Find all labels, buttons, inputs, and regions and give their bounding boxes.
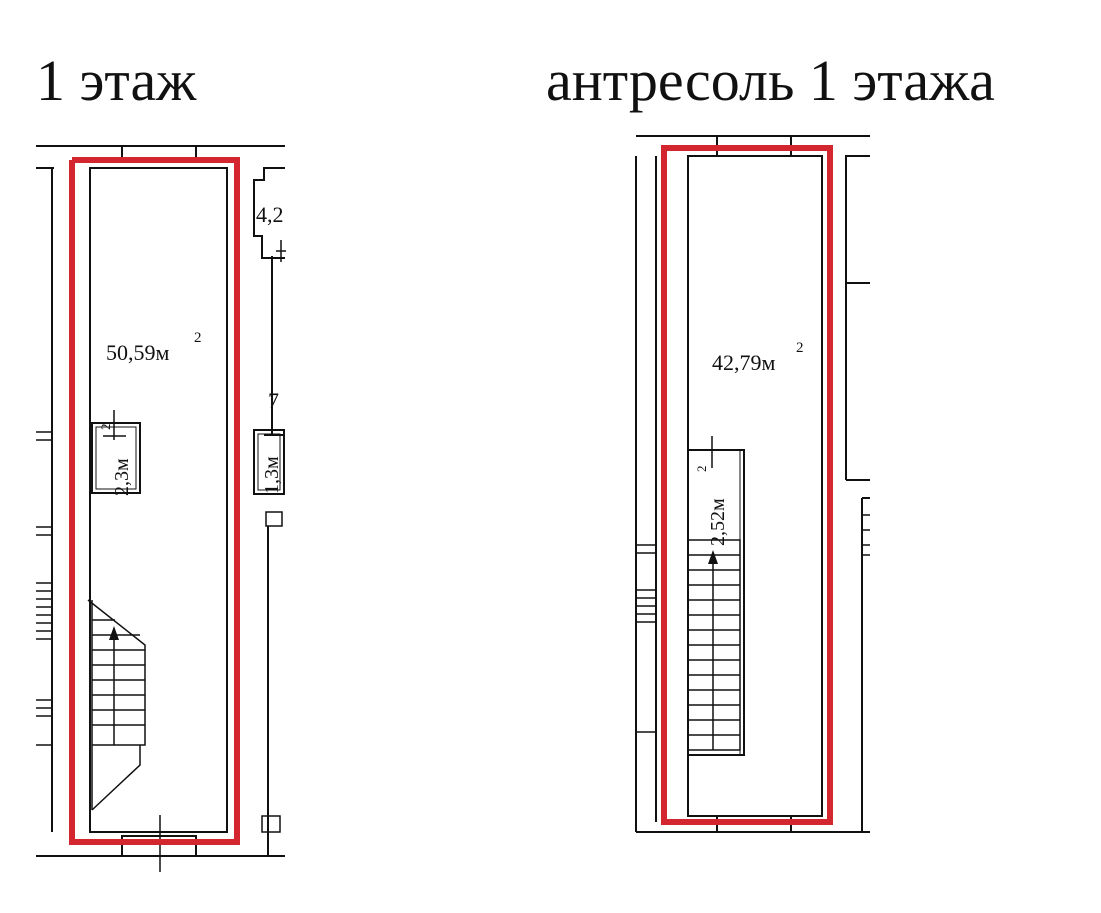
left-wall-hatching: [36, 431, 52, 746]
side-room-top-area: 4,2: [256, 202, 284, 227]
side-room-number: 7: [268, 388, 279, 413]
floor-1-closet-area-exp: 2: [98, 424, 113, 431]
side-room-top: [253, 167, 285, 259]
floor-1-closet-area: 2,3м: [111, 458, 133, 496]
floor-1-staircase: [87, 599, 146, 811]
mezz-stair-area-label: 2,52м 2: [694, 466, 729, 547]
floor-1-plan: [36, 145, 286, 872]
top-window: [121, 145, 197, 159]
small-closet: [91, 422, 141, 494]
mezz-stair-area-exp: 2: [694, 466, 709, 473]
floor-1-closet-area-label: 2,3м 2: [98, 424, 133, 497]
side-room-mid: [253, 429, 285, 495]
mezz-staircase: [687, 539, 741, 751]
floor-1-main-area: 50,59м: [106, 340, 170, 365]
mezzanine-plan: [635, 135, 870, 833]
floor-1-highlight: [69, 157, 240, 845]
floor-1-room-walls: [89, 167, 228, 833]
mezz-main-area-label: 42,79м 2: [712, 340, 804, 375]
floor-1-main-area-exp: 2: [194, 330, 202, 346]
side-room-mid-area-label: 1,3м: [261, 456, 283, 494]
mezz-stair-area: 2,52м: [707, 498, 729, 546]
mezzanine-highlight: [661, 145, 833, 825]
floor-1-title: 1 этаж: [36, 48, 197, 113]
mezz-main-area: 42,79м: [712, 350, 776, 375]
mezz-stair-opening: [687, 449, 745, 756]
bottom-door: [121, 835, 197, 857]
mezzanine-title: антресоль 1 этажа: [546, 48, 995, 113]
floor-1-main-area-label: 50,59м 2: [106, 330, 202, 365]
side-room-mid-area: 1,3м: [261, 456, 283, 494]
mezz-room-walls: [687, 155, 823, 817]
mezz-main-area-exp: 2: [796, 340, 804, 356]
